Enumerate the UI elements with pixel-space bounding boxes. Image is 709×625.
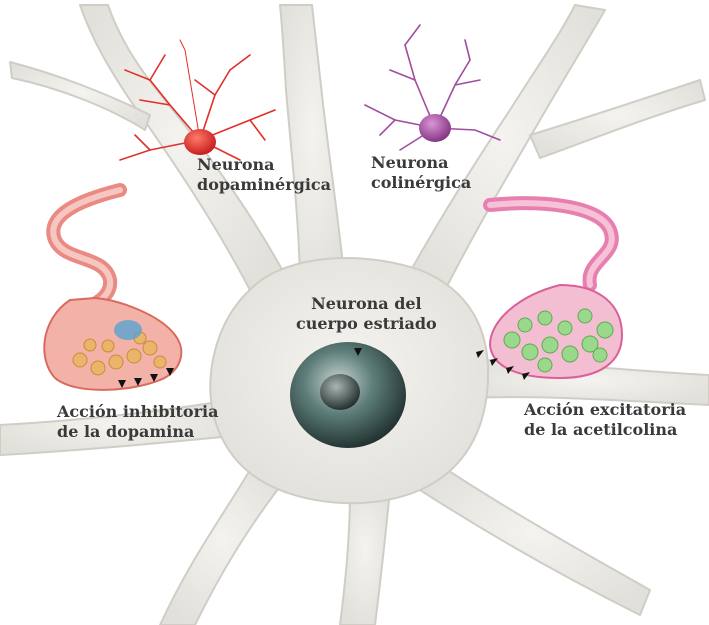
label-cholinergic-neuron: Neurona colinérgica xyxy=(371,153,471,193)
dopamine-axon-terminal xyxy=(44,190,181,390)
label-excitatory-action: Acción excitatoria de la acetilcolina xyxy=(524,400,686,440)
label-dopaminergic-neuron: Neurona dopaminérgica xyxy=(197,155,331,195)
acetylcholine-axon-terminal xyxy=(476,203,622,380)
label-striatal-neuron: Neurona del cuerpo estriado xyxy=(296,294,437,334)
cholinergic-neuron-soma xyxy=(419,114,451,142)
dopaminergic-neuron-soma xyxy=(184,129,216,155)
label-inhibitory-action: Acción inhibitoria de la dopamina xyxy=(57,402,218,442)
nucleolus xyxy=(320,374,360,410)
